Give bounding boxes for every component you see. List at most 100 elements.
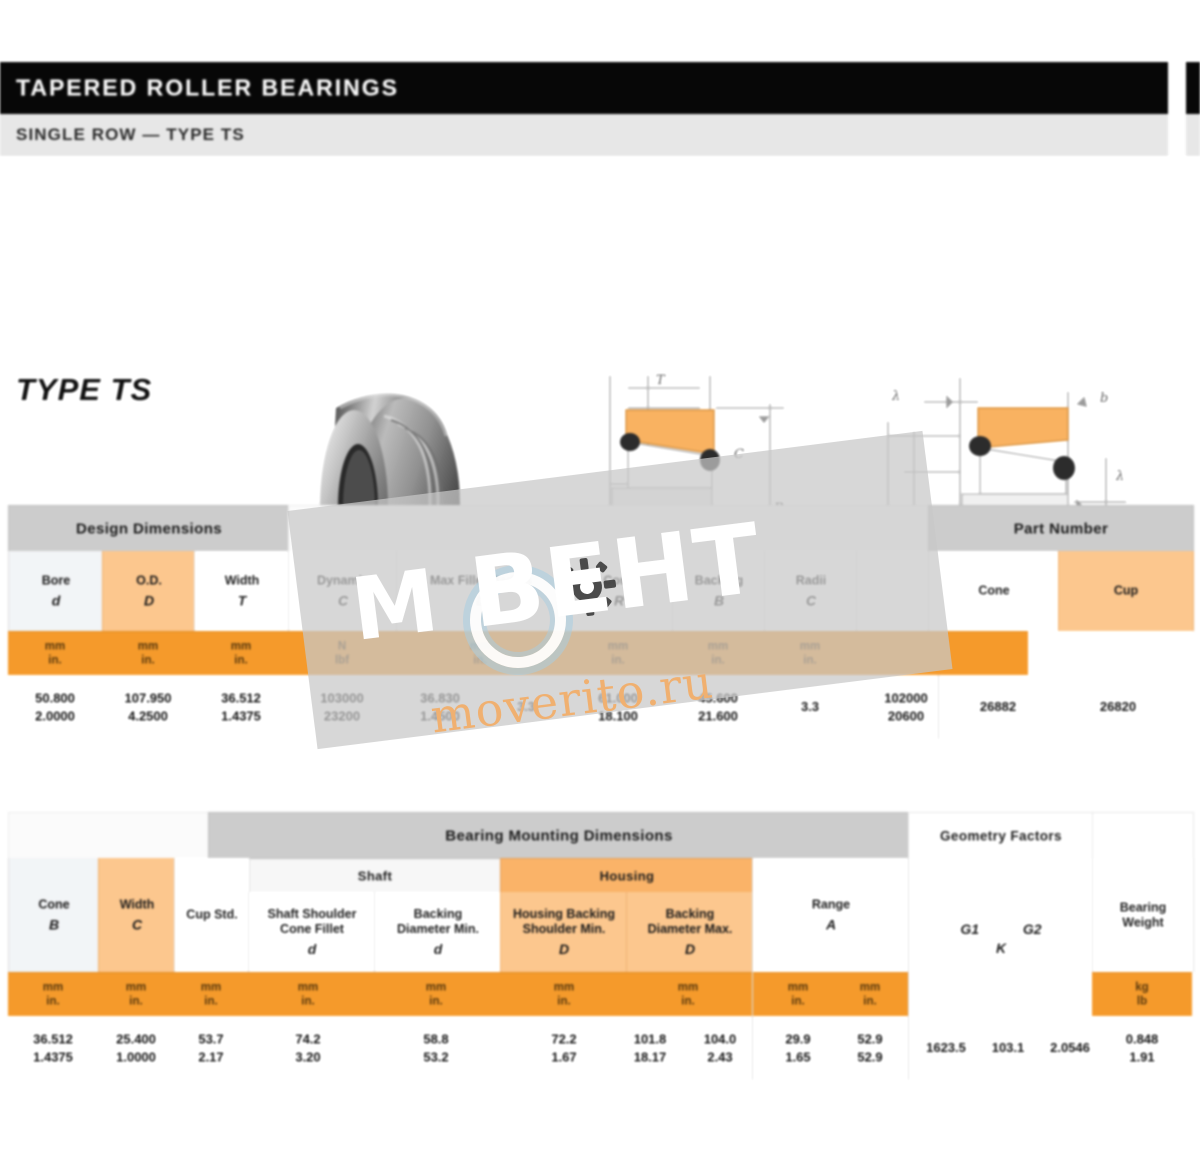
cell-cone-part-number: 26882 — [979, 699, 1017, 715]
table1-col-cup-part: Cup — [1058, 551, 1194, 631]
table2-col-geometry-values: G1 G2 K — [908, 858, 1094, 972]
group-label: Design Dimensions — [76, 520, 222, 538]
cell-geometry-k: 2.0546 — [1050, 1040, 1090, 1056]
table1-col-cone-part: Cone — [928, 551, 1060, 631]
table2-col-range: Range A — [752, 858, 910, 972]
table1-col-radii: Radii C — [764, 551, 858, 631]
table2-group-mounting-dimensions: Bearing Mounting Dimensions — [208, 812, 910, 860]
table1-group-part-number: Part Number — [928, 505, 1194, 553]
table1-col-cone-radius: Cone R — [564, 551, 674, 631]
table1-group-spacer — [288, 505, 930, 553]
svg-text:C: C — [734, 447, 744, 462]
table2-group-spacer — [8, 812, 210, 860]
table1-col-backing: Backing B — [672, 551, 766, 631]
group-label: Geometry Factors — [940, 828, 1062, 844]
page-subtitle-bar-edge — [1186, 114, 1200, 156]
table1-group-design-dimensions: Design Dimensions — [8, 505, 290, 553]
table2-subgroup-housing: Housing — [500, 858, 754, 894]
table1-col-spacer — [856, 551, 930, 631]
page-title: TAPERED ROLLER BEARINGS — [16, 74, 399, 101]
table2-col-cup-width: Width C — [98, 858, 176, 972]
page-top-margin — [0, 0, 1200, 62]
row-separator — [938, 675, 939, 739]
table2-col-cup-std: Cup Std. — [174, 858, 250, 972]
page-title-bar: TAPERED ROLLER BEARINGS — [0, 62, 1168, 114]
table1-col-od: O.D. D — [102, 551, 196, 631]
cell-geometry-g1: 1623.5 — [926, 1040, 966, 1056]
hero-figure-band: TYPE TS — [0, 156, 1200, 644]
table1-col-bore: Bore d — [8, 551, 104, 631]
table2-col-housing-backing: Housing Backing Shoulder Min. D — [500, 892, 628, 972]
svg-text:b: b — [1100, 391, 1108, 406]
table1-col-width: Width T — [194, 551, 290, 631]
page-subtitle: SINGLE ROW — TYPE TS — [16, 125, 245, 144]
cell-cup-part-number: 26820 — [1099, 699, 1137, 715]
svg-text:λ: λ — [891, 389, 900, 404]
table2-col-backing-diameter-max: Backing Diameter Max. D — [626, 892, 754, 972]
table2-col-bearing-weight: Bearing Weight — [1092, 858, 1194, 972]
page-subtitle-bar: SINGLE ROW — TYPE TS — [0, 114, 1168, 156]
table1-col-max-fillet-radius: Max Fillet Radius D — [396, 551, 566, 631]
subgroup-label: Shaft — [357, 868, 393, 884]
specifications-table-design-dimensions: Design Dimensions Part Number Bore d O.D… — [8, 505, 1194, 795]
row-separator — [752, 858, 753, 1080]
group-label: Bearing Mounting Dimensions — [445, 827, 673, 845]
table2-col-shaft-shoulder: Shaft Shoulder Cone Fillet d — [248, 892, 376, 972]
table2-group-weight — [1092, 812, 1194, 860]
row-separator — [908, 858, 909, 1080]
svg-text:λ: λ — [1115, 469, 1124, 484]
page-title-bar-edge — [1186, 62, 1200, 114]
cell-ratio: 3.3 — [800, 699, 820, 715]
cell-geometry-g2: 103.1 — [991, 1040, 1025, 1056]
table2-col-backing-diameter-min: Backing Diameter Min. d — [374, 892, 502, 972]
table1-col-dynamic-rating: Dynamic C — [288, 551, 398, 631]
bearing-type-label: TYPE TS — [16, 372, 153, 407]
table2-subgroup-shaft: Shaft — [248, 858, 502, 894]
table2-col-cone-width: Cone B — [8, 858, 100, 972]
specifications-table-mounting-dimensions: Bearing Mounting Dimensions Geometry Fac… — [8, 812, 1194, 1102]
subgroup-label: Housing — [599, 868, 655, 884]
table2-group-geometry-factors: Geometry Factors — [908, 812, 1094, 860]
group-label: Part Number — [1013, 520, 1109, 538]
